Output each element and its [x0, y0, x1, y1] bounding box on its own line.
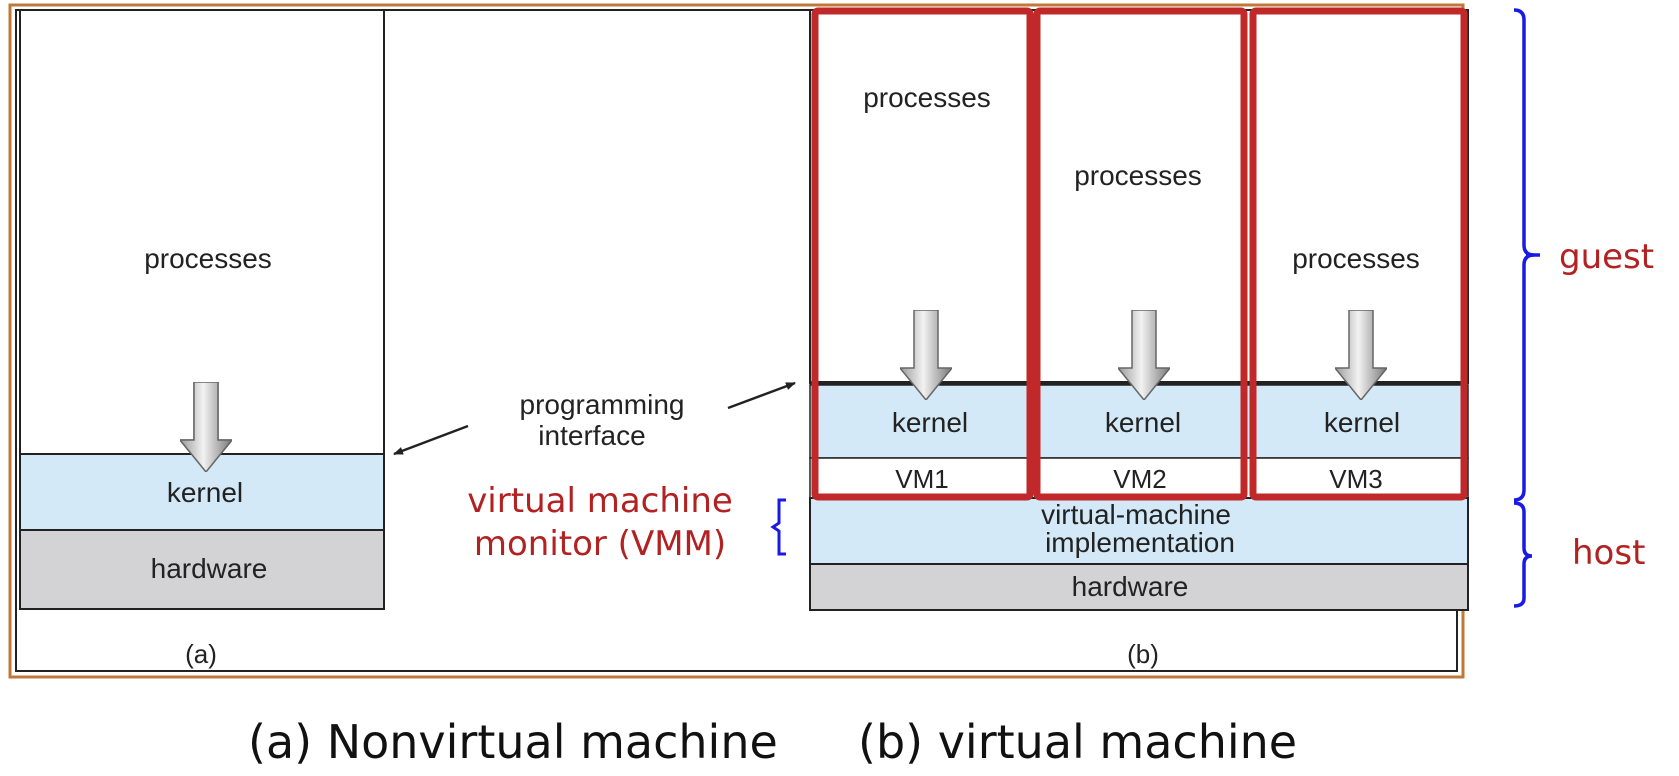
panel-a-hardware-box: [19, 529, 385, 610]
vm1-kernel-label: kernel: [892, 407, 968, 438]
caption-b: (b) virtual machine: [858, 715, 1297, 769]
vm3-highlight: [1249, 7, 1468, 501]
vm3-kernel-label: kernel: [1324, 407, 1400, 438]
panel-a-processes-label: processes: [144, 243, 272, 274]
vm-implementation-line2: implementation: [1045, 527, 1235, 558]
vm2-label-box: [1027, 457, 1245, 499]
vm2-highlight: [1033, 7, 1248, 501]
programming-interface: programming interface: [393, 381, 796, 456]
panel-a-processes-box: [19, 9, 385, 455]
vm1-label: VM1: [895, 464, 948, 494]
vm3-processes-label: processes: [1292, 243, 1420, 274]
caption-a: (a) Nonvirtual machine: [248, 715, 778, 769]
vm1-highlight: [811, 7, 1034, 501]
host-label: host: [1572, 533, 1645, 573]
guest-host-braces: guest host: [1513, 8, 1654, 608]
panel-a-kernel-label: kernel: [167, 477, 243, 508]
programming-interface-line1: programming: [520, 389, 685, 420]
vm-implementation-box: [809, 497, 1469, 565]
vm-implementation-line1: virtual-machine: [1041, 499, 1231, 530]
vm3-kernel-box: [1243, 384, 1469, 459]
panel-a-label: (a): [185, 639, 217, 669]
panel-b-hardware-box: [809, 563, 1469, 611]
programming-interface-line2: interface: [538, 420, 645, 451]
panel-a-hardware-label: hardware: [151, 553, 268, 584]
interface-arrow-right: [727, 381, 796, 410]
panel-b-label: (b): [1127, 639, 1159, 669]
vmm-label-line1: virtual machine: [467, 481, 733, 521]
vmm-brace-icon: [770, 498, 786, 556]
vmm-annotation: virtual machine monitor (VMM): [467, 481, 786, 564]
host-brace-icon: [1513, 501, 1533, 608]
vm3-label: VM3: [1329, 464, 1382, 494]
guest-label: guest: [1559, 237, 1654, 277]
panel-a: processes kernel hardware (a): [19, 9, 385, 669]
vmm-label-line2: monitor (VMM): [474, 524, 726, 564]
interface-arrow-left: [393, 424, 469, 456]
vm2-processes-label: processes: [1074, 160, 1202, 191]
vm2-kernel-label: kernel: [1105, 407, 1181, 438]
vm2-label: VM2: [1113, 464, 1166, 494]
vm1-kernel-box: [809, 384, 1029, 459]
panel-b: virtual-machine implementation hardware …: [809, 7, 1469, 669]
panel-b-hardware-label: hardware: [1072, 571, 1189, 602]
vm1-processes-label: processes: [863, 82, 991, 113]
